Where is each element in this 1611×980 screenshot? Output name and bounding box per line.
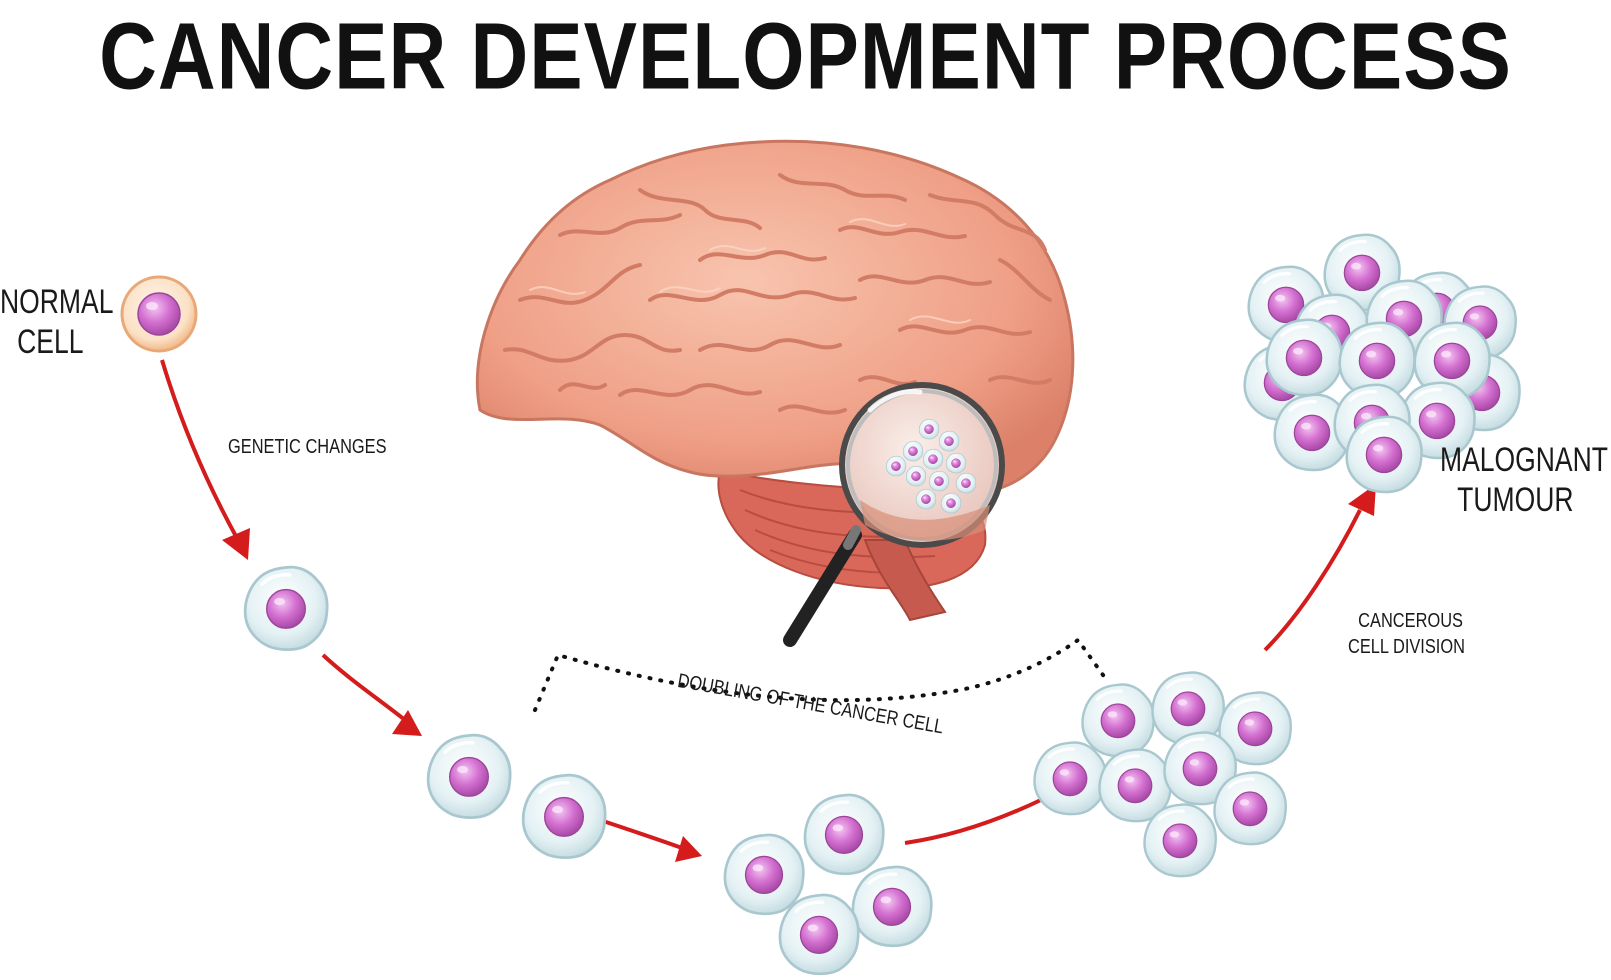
cell-icon <box>521 773 607 860</box>
normal-cell-label-line1: NORMAL <box>0 283 114 321</box>
arrow-icon <box>392 710 422 736</box>
genetic-changes-label: GENETIC CHANGES <box>228 436 387 458</box>
page-title: CANCER DEVELOPMENT PROCESS <box>99 3 1512 109</box>
arrow-icon <box>222 528 250 560</box>
malignant-tumour-line1: MALOGNANT <box>1440 441 1608 479</box>
cell-icon <box>426 733 512 820</box>
arrow-icon <box>1348 484 1376 516</box>
malignant-tumour-label: MALOGNANT TUMOUR <box>1440 440 1608 520</box>
cell-icon <box>723 833 806 916</box>
normal-cell-label-line2: CELL <box>17 323 84 361</box>
cell-icon <box>778 893 861 976</box>
cell-icon <box>851 865 934 948</box>
cancerous-division-line2: CELL DIVISION <box>1348 636 1465 658</box>
malignant-tumour-line2: TUMOUR <box>1457 481 1574 519</box>
cell-icon <box>803 793 886 876</box>
brain-illustration <box>475 139 1075 622</box>
cancerous-division-line1: CANCEROUS <box>1358 610 1463 632</box>
doubling-bracket <box>533 637 1110 712</box>
arrow-icon <box>675 836 702 862</box>
cancer-cell-cluster <box>1032 670 1293 878</box>
cancerous-division-label: CANCEROUS CELL DIVISION <box>1348 608 1465 660</box>
magnifying-glass-icon <box>783 382 1005 647</box>
normal-cell-icon <box>120 275 198 353</box>
normal-cell-label: NORMAL CELL <box>0 282 113 362</box>
cell-icon <box>243 565 329 652</box>
